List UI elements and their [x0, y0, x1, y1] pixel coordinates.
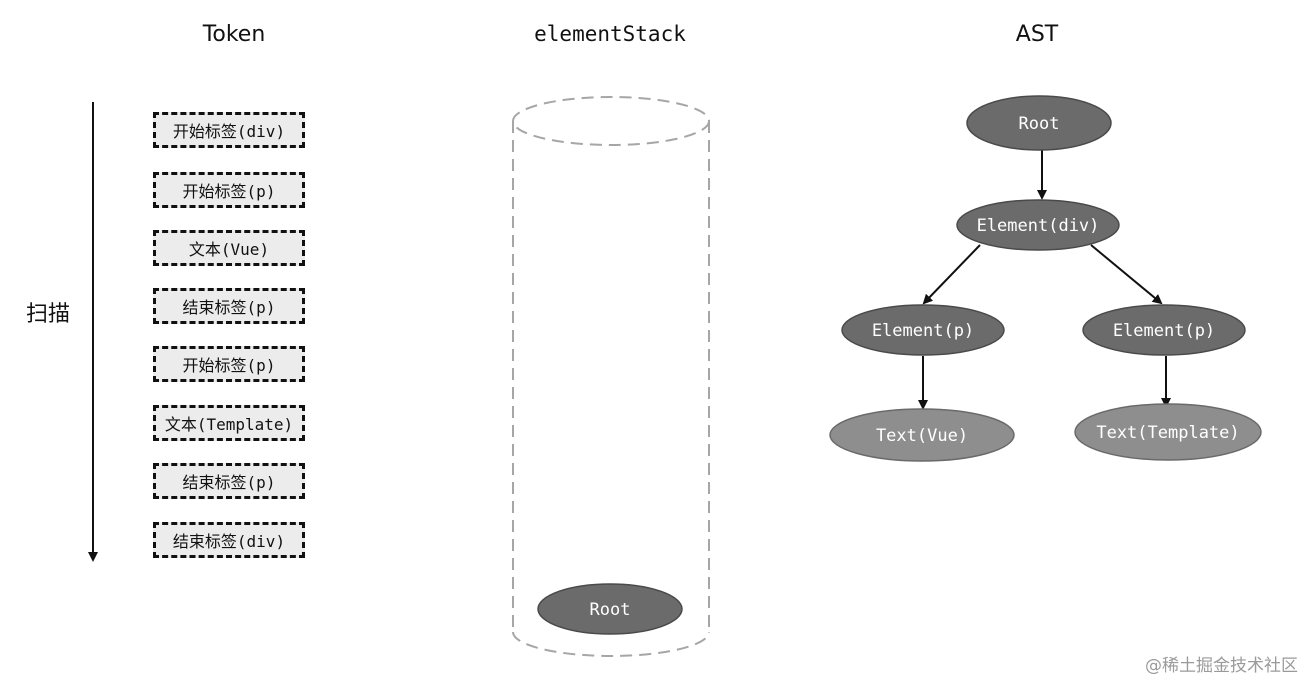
ast-node-label: Element(p) [1113, 321, 1215, 341]
ast-node-text-left: Text(Vue) [829, 408, 1015, 462]
token-item: 开始标签(p) [153, 346, 305, 382]
ast-node-element-p-right: Element(p) [1082, 304, 1246, 356]
element-stack-cylinder [512, 96, 710, 657]
ast-node-element-div: Element(div) [956, 199, 1120, 251]
token-item: 开始标签(p) [153, 172, 305, 208]
token-item: 文本(Template) [153, 405, 305, 441]
ast-node-element-p-left: Element(p) [841, 304, 1005, 356]
scan-label: 扫描 [26, 302, 71, 327]
ast-node-label: Element(p) [872, 321, 974, 341]
stack-item-label: Root [590, 600, 631, 620]
stack-column-title: elementStack [534, 22, 686, 46]
edge-div-p-right [1090, 244, 1163, 305]
ast-node-label: Element(div) [977, 216, 1100, 236]
stack-item-root: Root [537, 583, 683, 635]
token-item: 文本(Vue) [153, 230, 305, 266]
token-item: 结束标签(div) [153, 522, 305, 558]
ast-node-label: Text(Template) [1096, 423, 1239, 443]
token-item: 结束标签(p) [153, 288, 305, 324]
ast-node-text-right: Text(Template) [1074, 403, 1262, 461]
watermark: @稀土掘金技术社区 [1145, 656, 1298, 676]
ast-node-label: Text(Vue) [876, 426, 968, 446]
token-column-title: Token [202, 22, 266, 47]
ast-column-title: AST [1015, 22, 1059, 47]
ast-node-label: Root [1019, 114, 1060, 134]
token-item: 开始标签(div) [153, 112, 305, 148]
token-item: 结束标签(p) [153, 463, 305, 499]
ast-node-root: Root [966, 95, 1112, 151]
edge-div-p-left [922, 244, 981, 305]
